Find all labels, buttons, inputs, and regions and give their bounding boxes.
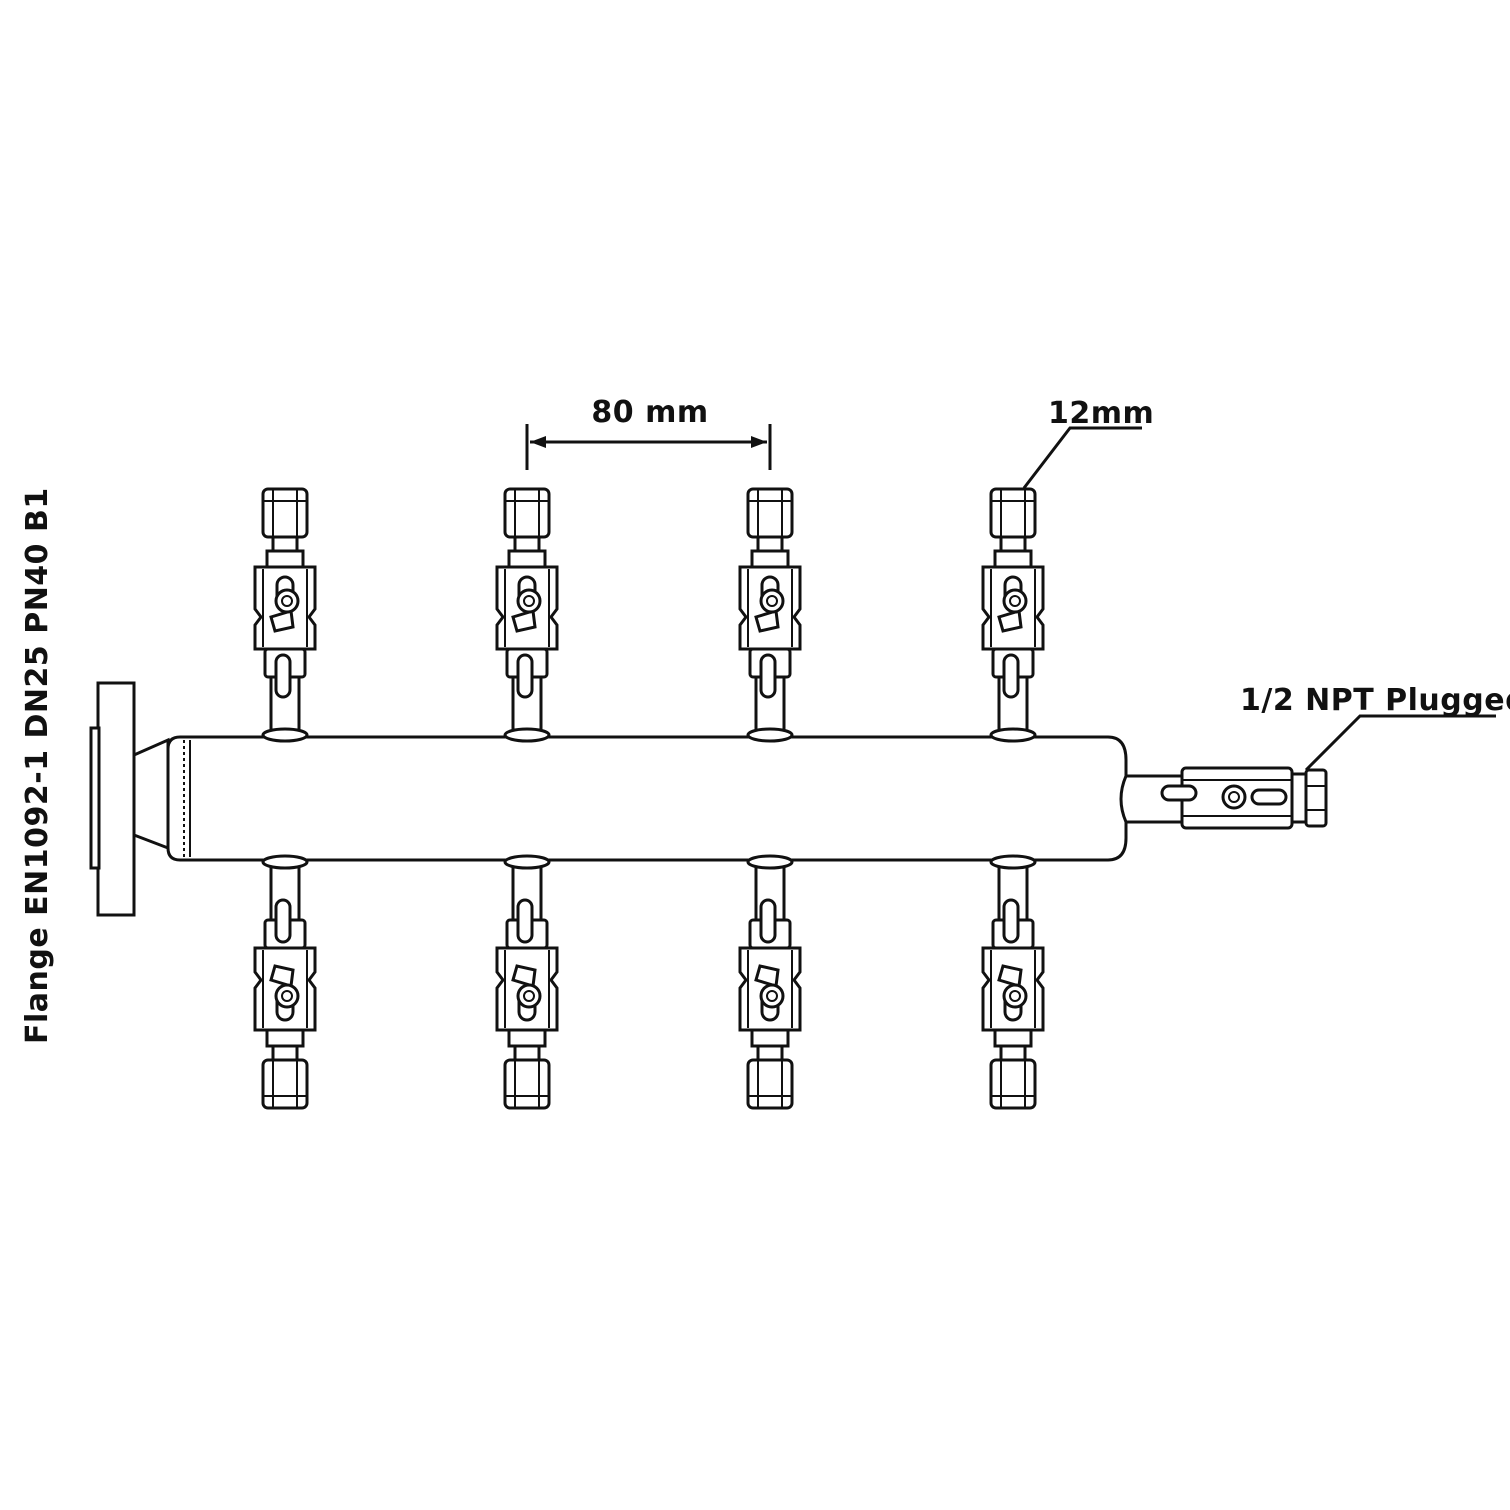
plugged-port [1119,766,1328,830]
top-outlets [253,487,1045,743]
plug-label: 1/2 NPT Plugged [1240,683,1510,718]
flange-neck [132,737,170,851]
outlet-valve [983,856,1043,1108]
outlet-valve [253,487,317,743]
outlet-valve [495,487,559,743]
outlet-valve [738,487,802,743]
tube-size-label: 12mm [1048,396,1154,431]
tube-size-callout: 12mm [1022,396,1154,489]
bottom-outlets [255,856,1043,1108]
flange [89,681,170,917]
flange-disc [96,681,136,917]
outlet-valve [255,856,315,1108]
spacing-dimension: 80 mm [525,395,772,470]
outlet-valve [740,856,800,1108]
npt-plug [1304,768,1328,828]
spacing-label: 80 mm [591,395,708,430]
outlet-valve [981,487,1045,743]
plug-callout: 1/2 NPT Plugged [1240,683,1510,772]
flange-label: Flange EN1092-1 DN25 PN40 B1 [20,487,55,1044]
manifold-body [166,735,1128,862]
outlet-valve [497,856,557,1108]
